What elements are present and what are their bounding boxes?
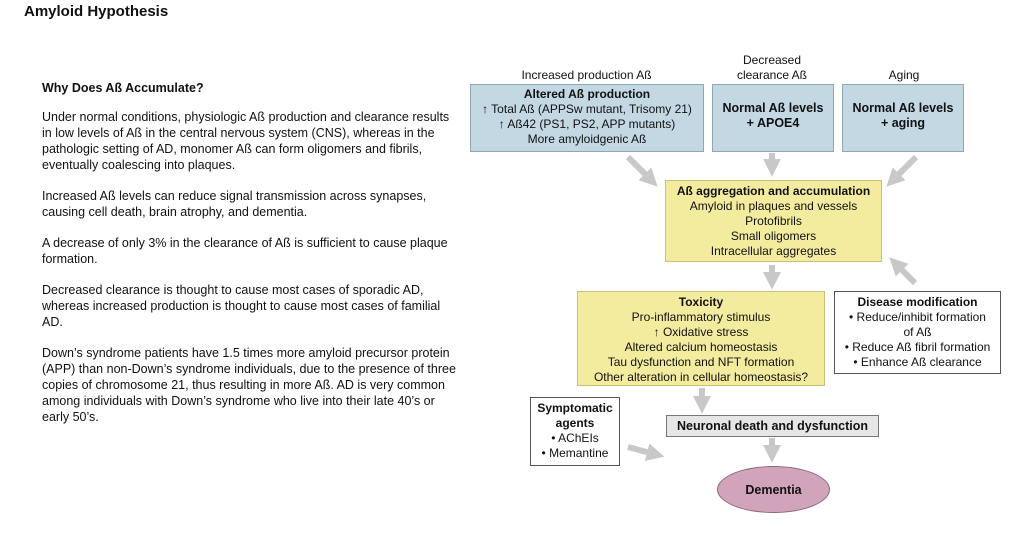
neuronal-death-box: Neuronal death and dysfunction — [666, 415, 879, 437]
arrow-diseasemod-to-aggregation — [889, 257, 918, 286]
production-box-title: Altered Aß production — [523, 87, 651, 101]
aging-box-line1: Normal Aß levels — [852, 101, 954, 115]
aggregation-box: Aß aggregation and accumulation Amyloid … — [665, 180, 882, 262]
aging-box-line2: + aging — [880, 116, 926, 130]
production-box-line: ↑ Total Aß (APPSw mutant, Trisomy 21) — [482, 102, 692, 116]
apoe-box-line2: + APOE4 — [746, 116, 800, 130]
disease-modification-line: • Reduce/inhibit formation — [849, 310, 986, 324]
symptomatic-title-line1: Symptomatic — [537, 401, 613, 415]
paragraph-physiology: Under normal conditions, physiologic Aß … — [42, 110, 450, 172]
toxicity-box-line: Altered calcium homeostasis — [624, 340, 778, 354]
header-clearance-line1: Decreased — [742, 53, 802, 67]
arrow-aging-to-aggregation — [886, 154, 919, 187]
aggregation-box-line: Protofibrils — [745, 214, 802, 228]
paragraph-signal: Increased Aß levels can reduce signal tr… — [42, 189, 427, 219]
dementia-node: Dementia — [717, 466, 830, 513]
paragraph-sporadic: Decreased clearance is thought to cause … — [42, 283, 441, 329]
apoe-box: Normal Aß levels + APOE4 — [712, 84, 834, 152]
aggregation-box-title: Aß aggregation and accumulation — [676, 184, 871, 198]
toxicity-box-line: ↑ Oxidative stress — [653, 325, 749, 339]
aging-box: Normal Aß levels + aging — [842, 84, 964, 152]
disease-modification-line: • Enhance Aß clearance — [853, 355, 982, 369]
production-box: Altered Aß production ↑ Total Aß (APPSw … — [470, 84, 704, 152]
production-box-line: ↑ Aß42 (PS1, PS2, APP mutants) — [498, 117, 676, 131]
production-box-line: More amyloidgenic Aß — [527, 132, 647, 146]
toxicity-box-line: Tau dysfunction and NFT formation — [607, 355, 795, 369]
symptomatic-line: • AChEIs — [551, 431, 599, 445]
header-clearance-line2: clearance Aß — [736, 68, 808, 82]
aggregation-box-line: Amyloid in plaques and vessels — [689, 199, 858, 213]
arrow-symptomatic-to-dementia — [627, 443, 665, 461]
toxicity-box-line: Pro-inflammatory stimulus — [631, 310, 771, 324]
explanation-heading: Why Does Aß Accumulate? — [42, 81, 204, 95]
explanation-panel: Why Does Aß Accumulate? Under normal con… — [42, 80, 462, 440]
apoe-box-line1: Normal Aß levels — [722, 101, 824, 115]
disease-modification-line: • Reduce Aß fibril formation — [844, 340, 991, 354]
toxicity-box: Toxicity Pro-inflammatory stimulus ↑ Oxi… — [577, 291, 825, 386]
disease-modification-line: of Aß — [903, 325, 932, 339]
toxicity-box-title: Toxicity — [678, 295, 724, 309]
symptomatic-agents-box: Symptomatic agents • AChEIs • Memantine — [530, 397, 620, 466]
header-aging: Aging — [888, 68, 920, 82]
page-title: Amyloid Hypothesis — [24, 3, 169, 20]
aggregation-box-line: Intracellular aggregates — [710, 244, 837, 258]
disease-modification-box: Disease modification • Reduce/inhibit fo… — [834, 291, 1001, 374]
toxicity-box-line: Other alteration in cellular homeostasis… — [593, 370, 809, 384]
header-clearance: Decreased clearance Aß — [722, 53, 822, 83]
paragraph-clearance: A decrease of only 3% in the clearance o… — [42, 236, 448, 266]
symptomatic-line: • Memantine — [541, 446, 609, 460]
symptomatic-title-line2: agents — [555, 416, 595, 430]
header-production: Increased production Aß — [521, 68, 652, 82]
paragraph-downs: Down’s syndrome patients have 1.5 times … — [42, 346, 456, 424]
arrow-production-to-aggregation — [625, 154, 658, 187]
aggregation-box-line: Small oligomers — [730, 229, 817, 243]
disease-modification-title: Disease modification — [857, 295, 978, 309]
